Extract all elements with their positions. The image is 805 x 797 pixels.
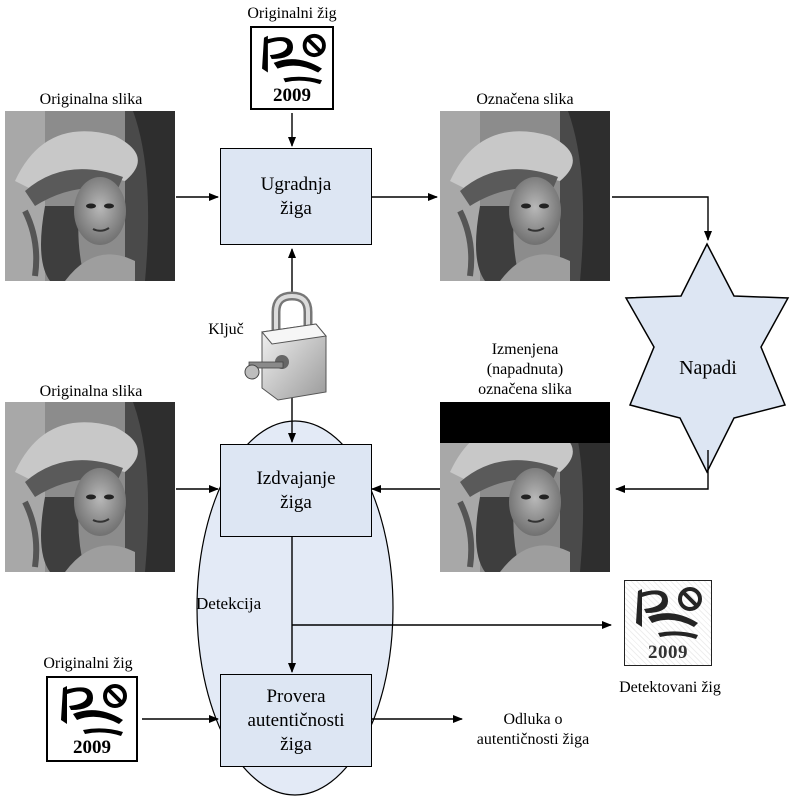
detected-watermark-label: Detektovani žig: [619, 679, 721, 696]
key-label: Ključ: [208, 321, 244, 338]
marked-image: [440, 111, 610, 281]
verify-box: Provera autentičnosti žiga: [220, 674, 372, 767]
marked-image-label: Označena slika: [476, 91, 574, 108]
extract-line2: žiga: [280, 491, 312, 513]
original-image-top-label: Originalna slika: [39, 91, 143, 108]
watermark-logo-icon: [253, 30, 333, 88]
original-watermark-top: 2009: [250, 26, 334, 110]
lock-icon: [244, 291, 327, 401]
verify-line3: žiga: [280, 733, 312, 755]
original-image-bottom-label: Originalna slika: [39, 383, 143, 400]
original-watermark-top-label: Originalni žig: [247, 5, 337, 22]
original-watermark-bottom: 2009: [46, 676, 138, 762]
attacks-label: Napadi: [679, 357, 737, 379]
watermark-logo-icon: [627, 583, 709, 643]
arrow-attacks-to-attacked: [615, 450, 709, 493]
watermark-logo-icon: [50, 680, 136, 740]
verify-line2: autentičnosti: [247, 709, 345, 731]
attacked-image: [440, 402, 610, 572]
embed-line2: žiga: [280, 197, 312, 219]
attacked-image-label-3: označena slika: [478, 381, 572, 398]
detection-label: Detekcija: [196, 594, 262, 613]
embed-line1: Ugradnja: [260, 173, 332, 195]
arrow-marked-to-attacks: [612, 196, 712, 241]
verify-line1: Provera: [266, 685, 326, 707]
watermark-year: 2009: [73, 737, 111, 758]
attacks-star: [624, 242, 790, 474]
extract-box: Izdvajanje žiga: [220, 444, 372, 537]
original-image-top: [5, 111, 175, 281]
watermark-year: 2009: [648, 642, 688, 663]
watermark-year: 2009: [273, 85, 311, 106]
embed-box: Ugradnja žiga: [220, 148, 372, 245]
original-watermark-bottom-label: Originalni žig: [43, 655, 133, 672]
decision-label-2: autentičnosti žiga: [476, 731, 590, 748]
extract-line1: Izdvajanje: [256, 467, 336, 489]
decision-label-1: Odluka o: [503, 711, 563, 728]
attacked-image-label-1: Izmenjena: [491, 341, 559, 358]
original-image-bottom: [5, 402, 175, 572]
attacked-image-label-2: (napadnuta): [486, 361, 564, 378]
detected-watermark-image: 2009: [624, 580, 712, 666]
